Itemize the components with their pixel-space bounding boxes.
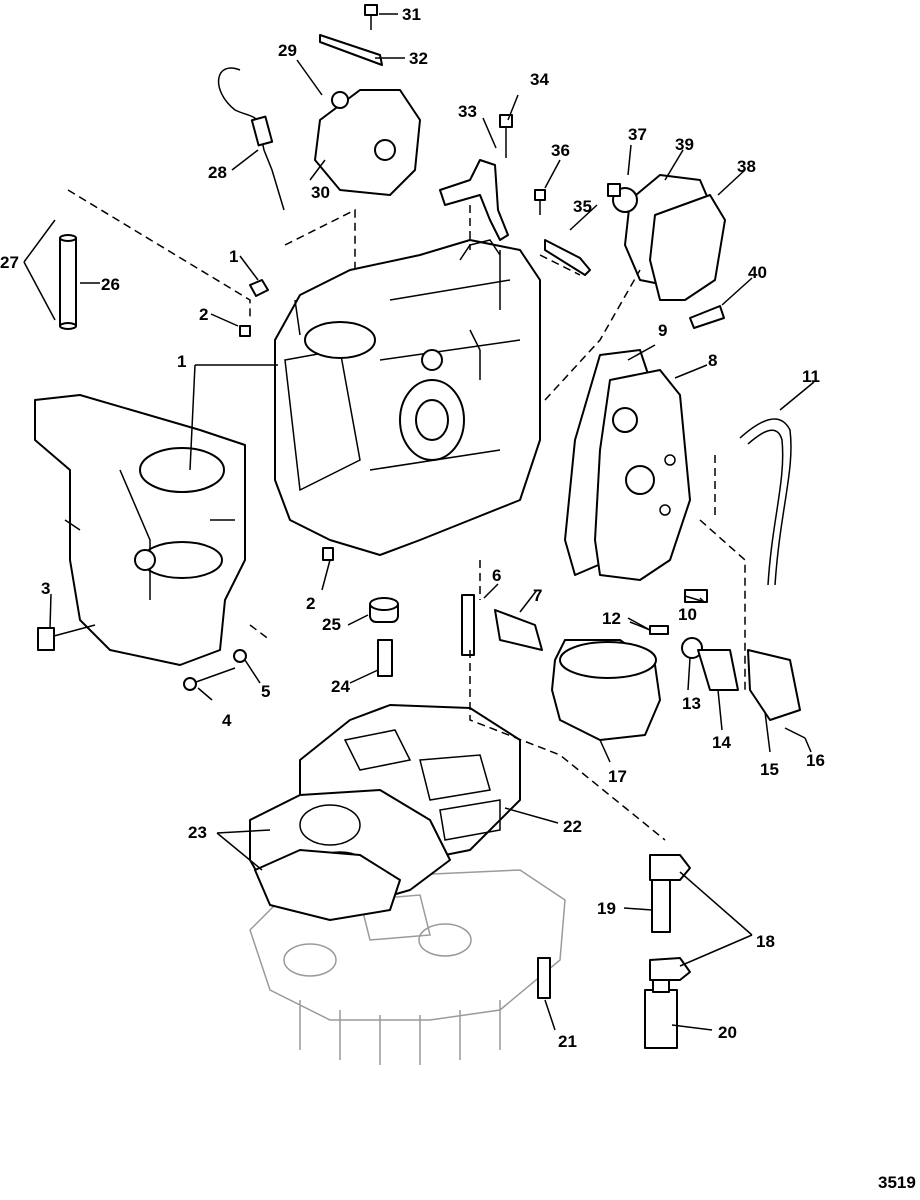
figure-number: 3519 <box>878 1173 916 1192</box>
hose-11 <box>739 418 792 586</box>
cylinder-block <box>274 239 541 556</box>
callout-16: 16 <box>806 751 825 770</box>
callout-2-bottom: 2 <box>306 594 315 613</box>
callout-38: 38 <box>737 157 756 176</box>
callout-36: 36 <box>551 141 570 160</box>
callout-14: 14 <box>712 733 731 752</box>
bracket-33 <box>439 159 509 241</box>
callout-2-top: 2 <box>199 305 208 324</box>
tube-26 <box>59 234 77 330</box>
callout-35: 35 <box>573 197 592 216</box>
callout-3: 3 <box>41 579 50 598</box>
callout-32: 32 <box>409 49 428 68</box>
callout-39: 39 <box>675 135 694 154</box>
callout-8: 8 <box>708 351 717 370</box>
callout-9: 9 <box>658 321 667 340</box>
callout-27: 27 <box>0 253 19 272</box>
oil-filter-17 <box>551 639 661 741</box>
callout-24: 24 <box>331 677 350 696</box>
callout-11: 11 <box>802 367 820 386</box>
callout-22: 22 <box>563 817 582 836</box>
callout-34: 34 <box>530 70 549 89</box>
callout-6: 6 <box>492 566 501 585</box>
callout-31: 31 <box>402 5 421 24</box>
callout-29: 29 <box>278 41 297 60</box>
callout-20: 20 <box>718 1023 737 1042</box>
top-cover-30 <box>314 89 421 196</box>
callout-labels: 31 32 29 33 34 36 35 37 39 38 40 28 30 2… <box>0 5 825 1051</box>
callout-40: 40 <box>748 263 767 282</box>
callout-1-top: 1 <box>229 247 238 266</box>
callout-21: 21 <box>558 1032 577 1051</box>
callout-1-left: 1 <box>177 352 186 371</box>
small-parts <box>37 4 806 1049</box>
callout-17: 17 <box>608 767 627 786</box>
callout-25: 25 <box>322 615 341 634</box>
dipstick-28 <box>218 67 285 211</box>
callout-13: 13 <box>682 694 701 713</box>
callout-4: 4 <box>222 711 232 730</box>
callout-5: 5 <box>261 682 270 701</box>
callout-19: 19 <box>597 899 616 918</box>
assembly-dash-lines <box>67 189 746 841</box>
crankcase-cover <box>34 394 246 666</box>
callout-12: 12 <box>602 609 621 628</box>
cover-plate-8 <box>594 369 691 581</box>
leader-lines <box>23 13 815 1031</box>
gasket-23 <box>249 789 451 921</box>
callout-26: 26 <box>101 275 120 294</box>
callout-7: 7 <box>533 586 542 605</box>
callout-10: 10 <box>678 605 697 624</box>
callout-15: 15 <box>760 760 779 779</box>
callout-18: 18 <box>756 932 775 951</box>
callout-28: 28 <box>208 163 227 182</box>
callout-33: 33 <box>458 102 477 121</box>
thermostat-housing <box>624 174 726 301</box>
callout-23: 23 <box>188 823 207 842</box>
callout-37: 37 <box>628 125 647 144</box>
callout-30: 30 <box>311 183 330 202</box>
